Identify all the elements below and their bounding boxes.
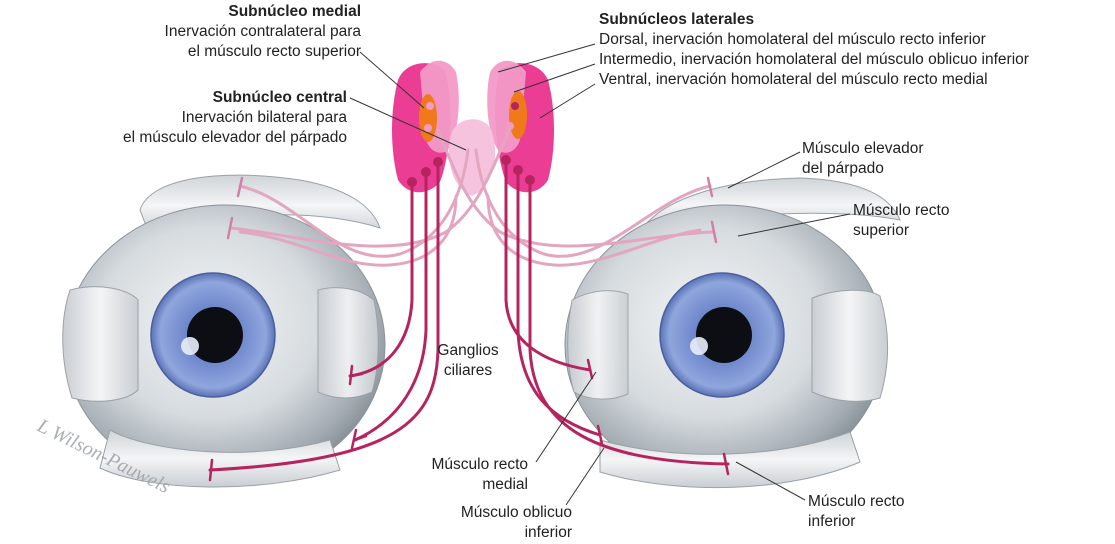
leader-dorsal [497,43,596,73]
leader-ventral [539,83,596,119]
fiber-left-inferior-oblique [353,170,428,442]
left-pupil-highlight [181,337,199,355]
ending-right-levator [706,176,714,198]
subnucleo-medial-line1: Inervación contralateral para [164,23,361,40]
fiber-levator-right-branch [486,194,702,267]
ending-right-superior-rectus [710,220,718,244]
recto-superior-line2: superior [853,222,909,239]
ending-left-medial-rectus [348,364,364,386]
leader-recto-medial [535,371,597,463]
fiber-right-medial-rectus [504,158,592,372]
subnucleos-laterales-ventral: Ventral, inervación homolateral del músc… [599,71,988,88]
right-lateral-rectus-muscle [811,289,888,402]
subnucleos-laterales-dorsal: Dorsal, inervación homolateral del múscu… [599,31,986,48]
subnucleo-central-title: Subnúcleo central [212,89,347,106]
recto-superior-line1: Músculo recto [853,202,950,219]
cell-body [506,122,514,130]
leader-recto-inferior [735,461,806,501]
leader-intermedio [513,63,596,93]
cell-body [426,102,434,110]
ending-right-inferior-rectus [722,452,730,476]
ending-left-superior-rectus [226,216,234,240]
left-pupil [187,307,243,363]
label-musculo-elevador: Músculo elevador del párpado [802,139,923,179]
oculomotor-nucleus-complex [392,60,554,196]
recto-inferior-line2: inferior [808,513,856,530]
right-pupil [696,307,752,363]
subnucleos-laterales-intermedio: Intermedio, inervación homolateral del m… [599,51,1029,68]
subnucleo-central-line2: el músculo elevador del párpado [122,129,347,146]
oblicuo-inferior-line2: inferior [524,524,572,541]
oblicuo-inferior-line1: Músculo oblicuo [460,504,572,521]
label-subnucleo-central: Subnúcleo central Inervación bilateral p… [123,88,347,148]
nerve-fibers [208,126,730,482]
label-ganglios-ciliares: Ganglios ciliares [430,341,506,381]
leader-elevador [727,151,801,189]
subnucleos-laterales-title: Subnúcleos laterales [599,11,755,28]
label-subnucleos-laterales: Subnúcleos laterales Dorsal, inervación … [599,10,1029,90]
subnucleo-medial-title: Subnúcleo medial [228,3,361,20]
ganglios-line1: Ganglios [437,342,499,359]
leader-oblicuo-inferior [565,447,605,506]
right-pupil-highlight [690,337,708,355]
label-subnucleo-medial: Subnúcleo medial Inervación contralatera… [165,2,361,62]
label-musculo-recto-superior: Músculo recto superior [853,201,949,241]
recto-inferior-line1: Músculo recto [808,493,905,510]
subnucleo-medial-line2: el músculo recto superior [187,43,361,60]
right-medial-rectus-muscle [567,290,629,400]
elevador-line1: Músculo elevador [802,140,924,157]
ending-left-inferior-rectus [208,458,214,482]
elevador-line2: del párpado [802,160,884,177]
leader-subnucleo-medial [359,51,425,109]
leader-recto-superior [737,213,851,237]
right-orange-subnucleus [509,91,527,139]
nucleus-cell-bodies [407,102,535,187]
recto-medial-line1: Músculo recto [431,456,528,473]
fiber-medial-crossing-right [230,126,512,248]
fiber-right-inferior-rectus [528,178,730,466]
fiber-left-inferior-rectus [208,160,440,472]
left-inferior-rectus-muscle [99,429,341,488]
label-musculo-recto-medial: Músculo recto medial [432,455,528,495]
label-musculo-oblicuo-inferior: Músculo oblicuo inferior [461,503,572,543]
ending-right-medial-rectus [586,358,594,380]
right-inferior-rectus-muscle [599,431,861,489]
left-eyeball [62,174,386,488]
left-orange-subnucleus [419,94,437,142]
central-subnucleus [448,119,496,196]
subnucleo-central-line1: Inervación bilateral para [181,109,347,126]
recto-medial-line2: medial [482,476,528,493]
right-eyeball [564,177,901,489]
leader-subnucleo-central [349,97,467,151]
ending-right-inferior-oblique [596,424,604,446]
cell-body [424,124,432,132]
fiber-left-medial-rectus [348,180,414,378]
fiber-levator-left-branch [238,194,458,267]
cell-body [511,102,519,110]
left-lateral-rectus-muscle [62,286,139,402]
leader-lines [349,43,851,506]
left-medial-rectus-muscle [317,287,379,399]
label-musculo-recto-inferior: Músculo recto inferior [808,492,904,532]
fiber-right-inferior-oblique [516,168,602,437]
ganglios-line2: ciliares [443,362,493,379]
ending-left-inferior-oblique [350,428,368,450]
ending-left-levator [236,176,244,198]
